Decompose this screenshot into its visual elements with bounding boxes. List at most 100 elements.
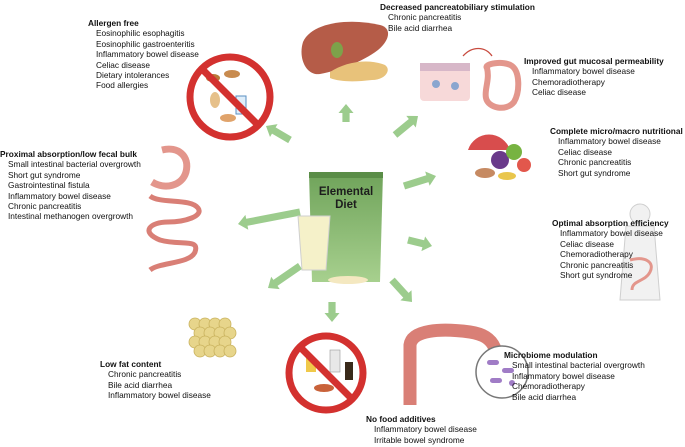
block-item: Celiac disease (96, 59, 150, 70)
meat-icon (475, 168, 495, 178)
nutritional-content-block: Complete micro/macro nutritional content… (550, 126, 685, 178)
block-item: Eosinophilic gastroenteritis (96, 38, 195, 49)
egg-icon (210, 92, 220, 108)
prohibition-slash (297, 344, 355, 402)
mucosa-layer (420, 63, 470, 101)
sausage-icon (314, 384, 334, 392)
block-item: Irritable bowel syndrome (374, 434, 465, 445)
arrow-icon (402, 171, 436, 190)
block-item: Inflammatory bowel disease (558, 136, 661, 147)
stomach-intestine-illustration (146, 145, 202, 273)
liver-pancreas-illustration (301, 21, 389, 82)
block-item: Inflammatory bowel disease (374, 424, 477, 435)
allergen-free-illustration (186, 53, 274, 141)
small-intestine-icon (146, 193, 202, 273)
cheese-icon (498, 172, 516, 180)
arrow-icon (324, 302, 340, 322)
head-icon (629, 203, 651, 225)
fat-droplet-icon (223, 344, 237, 358)
block-title: Complete micro/macro nutritional content (550, 126, 685, 136)
center-title-line2: Diet (335, 199, 357, 211)
packet-seal (309, 172, 383, 178)
block-item: Dietary intolerances (96, 70, 170, 81)
cell-icon (451, 82, 459, 90)
arrow-icon (407, 236, 432, 252)
gut-mucosa-illustration (420, 47, 522, 111)
block-item: Inflammatory bowel disease (96, 49, 199, 60)
block-item: Intestinal methanogen overgrowth (8, 211, 133, 222)
block-item: Chemoradiotherapy (560, 249, 633, 260)
block-item: Food allergies (96, 80, 149, 91)
arrows-group (238, 104, 436, 322)
arrow-icon (389, 277, 412, 302)
block-title: Optimal absorption efficiency (552, 218, 669, 228)
magnified-bacteria-circle (475, 345, 529, 399)
block-item: Chemoradiotherapy (512, 381, 585, 392)
block-item: Inflammatory bowel disease (532, 66, 635, 77)
block-item: Chemoradiotherapy (532, 76, 605, 87)
block-item: Celiac disease (558, 146, 612, 157)
human-body-illustration (619, 203, 661, 301)
torso-icon (619, 225, 661, 301)
block-item: Small intestinal bacterial overgrowth (8, 159, 141, 170)
stomach-icon (150, 145, 191, 190)
fat-droplets-illustration (188, 317, 237, 358)
block-title: Low fat content (100, 359, 162, 369)
watermelon-icon (468, 134, 510, 150)
block-item: Bile acid diarrhea (512, 391, 577, 402)
block-item: Inflammatory bowel disease (560, 228, 663, 239)
arrow-icon (338, 104, 354, 122)
powder-icon (328, 276, 368, 284)
block-title: Improved gut mucosal permeability (524, 56, 664, 66)
glass-icon (297, 215, 331, 271)
block-item: Gastrointestinal fistula (8, 180, 90, 191)
additive-bottle-icon (329, 349, 341, 373)
block-title: No food additives (366, 414, 436, 424)
block-title: Allergen free (88, 18, 139, 28)
center-title-line1: Elemental (318, 186, 374, 198)
block-title: Proximal absorption/low fecal bulk (0, 149, 137, 159)
block-item: Inflammatory bowel disease (512, 370, 615, 381)
bottle-icon (306, 358, 316, 372)
block-item: Celiac disease (560, 238, 614, 249)
block-item: Small intestinal bacterial overgrowth (512, 360, 645, 371)
block-item: Short gut syndrome (558, 167, 631, 178)
block-title: Microbiome modulation (504, 350, 598, 360)
block-item: Chronic pancreatitis (8, 201, 82, 212)
broccoli-icon (506, 144, 522, 160)
block-item: Short gut syndrome (560, 270, 633, 281)
block-item: Short gut syndrome (8, 169, 81, 180)
elemental-diet-center (297, 172, 383, 284)
shrimp-icon (220, 114, 236, 122)
bacterium-icon (487, 360, 499, 365)
block-item: Bile acid diarrhea (108, 379, 173, 390)
arrow-icon (392, 115, 418, 138)
colon-icon (482, 59, 522, 111)
intestine-in-body-icon (629, 257, 653, 291)
block-item: Inflammatory bowel disease (108, 390, 211, 401)
arrow-icon (268, 263, 302, 290)
gallbladder-icon (331, 42, 343, 58)
pancreas-icon (330, 61, 388, 82)
curved-arrow-icon (462, 47, 493, 57)
block-item: Chronic pancreatitis (108, 369, 182, 380)
block-item: Eosinophilic esophagitis (96, 28, 185, 39)
arrow-icon (266, 124, 292, 144)
microbiome-illustration (403, 323, 529, 405)
peanut-icon (224, 70, 240, 78)
center-title: Elemental Diet (304, 186, 388, 212)
epithelium-layer (420, 63, 470, 71)
tomato-icon (517, 158, 531, 172)
block-item: Chronic pancreatitis (558, 157, 632, 168)
bacterium-icon (490, 378, 502, 383)
block-item: Chronic pancreatitis (560, 259, 634, 270)
